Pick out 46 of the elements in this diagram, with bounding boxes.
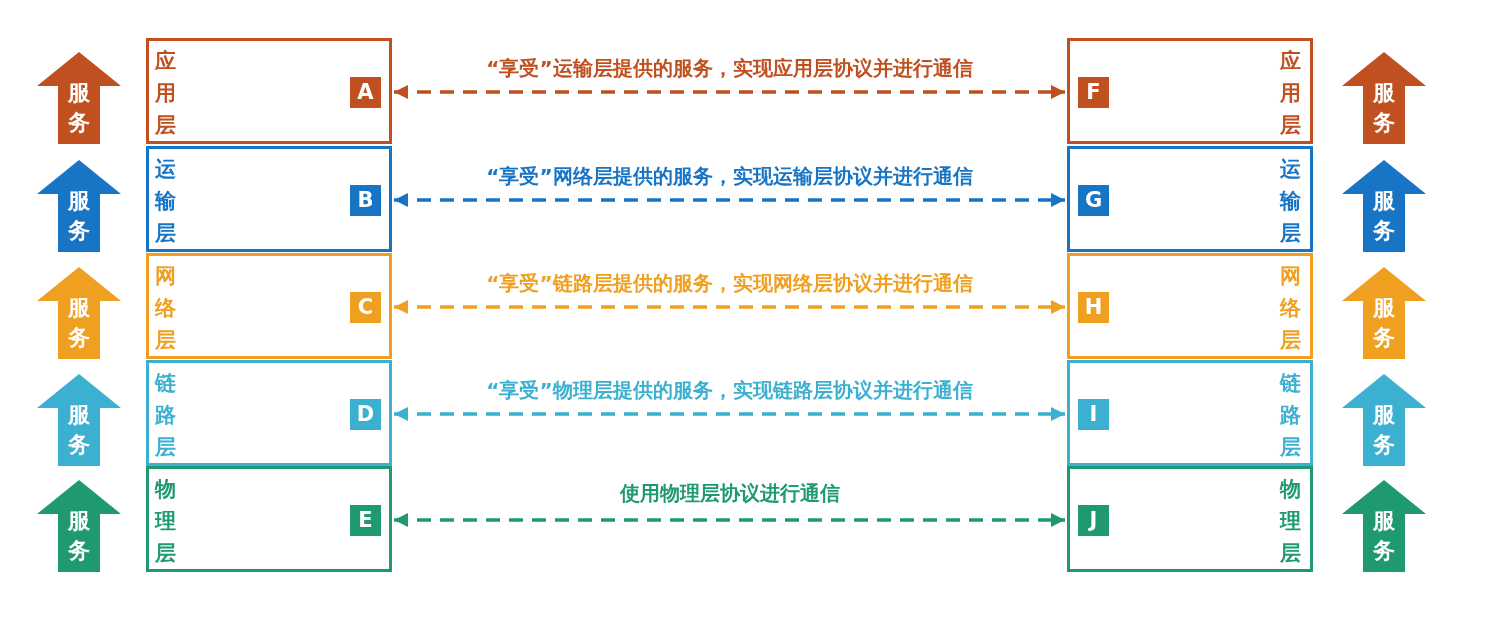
service-badge: 服务 [1342, 160, 1426, 252]
service-badge: 服务 [37, 52, 121, 144]
letter-badge: I [1078, 399, 1109, 430]
layer-box [146, 146, 392, 252]
layer-label: 链路层 [1280, 370, 1302, 461]
letter-badge: H [1078, 292, 1109, 323]
layer-label: 应用层 [1280, 48, 1302, 139]
layer-label: 链路层 [155, 370, 177, 461]
layer-box [146, 38, 392, 144]
service-badge: 服务 [37, 160, 121, 252]
layer-label: 应用层 [155, 48, 177, 139]
letter-badge: B [350, 185, 381, 216]
dashed-arrow [394, 193, 1065, 207]
layer-label: 运输层 [1280, 156, 1302, 247]
layer-label: 物理层 [155, 476, 177, 567]
letter-badge: F [1078, 77, 1109, 108]
service-badge: 服务 [1342, 52, 1426, 144]
layer-label: 物理层 [1280, 476, 1302, 567]
dashed-arrow [394, 407, 1065, 421]
dashed-arrow [394, 85, 1065, 99]
service-badge: 服务 [37, 480, 121, 572]
letter-badge: J [1078, 505, 1109, 536]
service-badge: 服务 [1342, 267, 1426, 359]
layer-label: 运输层 [155, 156, 177, 247]
layer-box [1067, 146, 1313, 252]
letter-badge: G [1078, 185, 1109, 216]
service-badge: 服务 [37, 267, 121, 359]
dashed-arrow [394, 513, 1065, 527]
service-badge: 服务 [1342, 480, 1426, 572]
service-badge: 服务 [37, 374, 121, 466]
service-badge: 服务 [1342, 374, 1426, 466]
layer-box [1067, 253, 1313, 359]
layer-box [1067, 360, 1313, 466]
layer-box [146, 253, 392, 359]
edge-label: 使用物理层协议进行通信 [616, 480, 843, 506]
layer-label: 网络层 [155, 263, 177, 354]
letter-badge: E [350, 505, 381, 536]
letter-badge: D [350, 399, 381, 430]
dashed-arrow [394, 300, 1065, 314]
layer-box [146, 360, 392, 466]
layer-box [1067, 38, 1313, 144]
letter-badge: A [350, 77, 381, 108]
letter-badge: C [350, 292, 381, 323]
layer-box [1067, 466, 1313, 572]
layer-label: 网络层 [1280, 263, 1302, 354]
layer-box [146, 466, 392, 572]
